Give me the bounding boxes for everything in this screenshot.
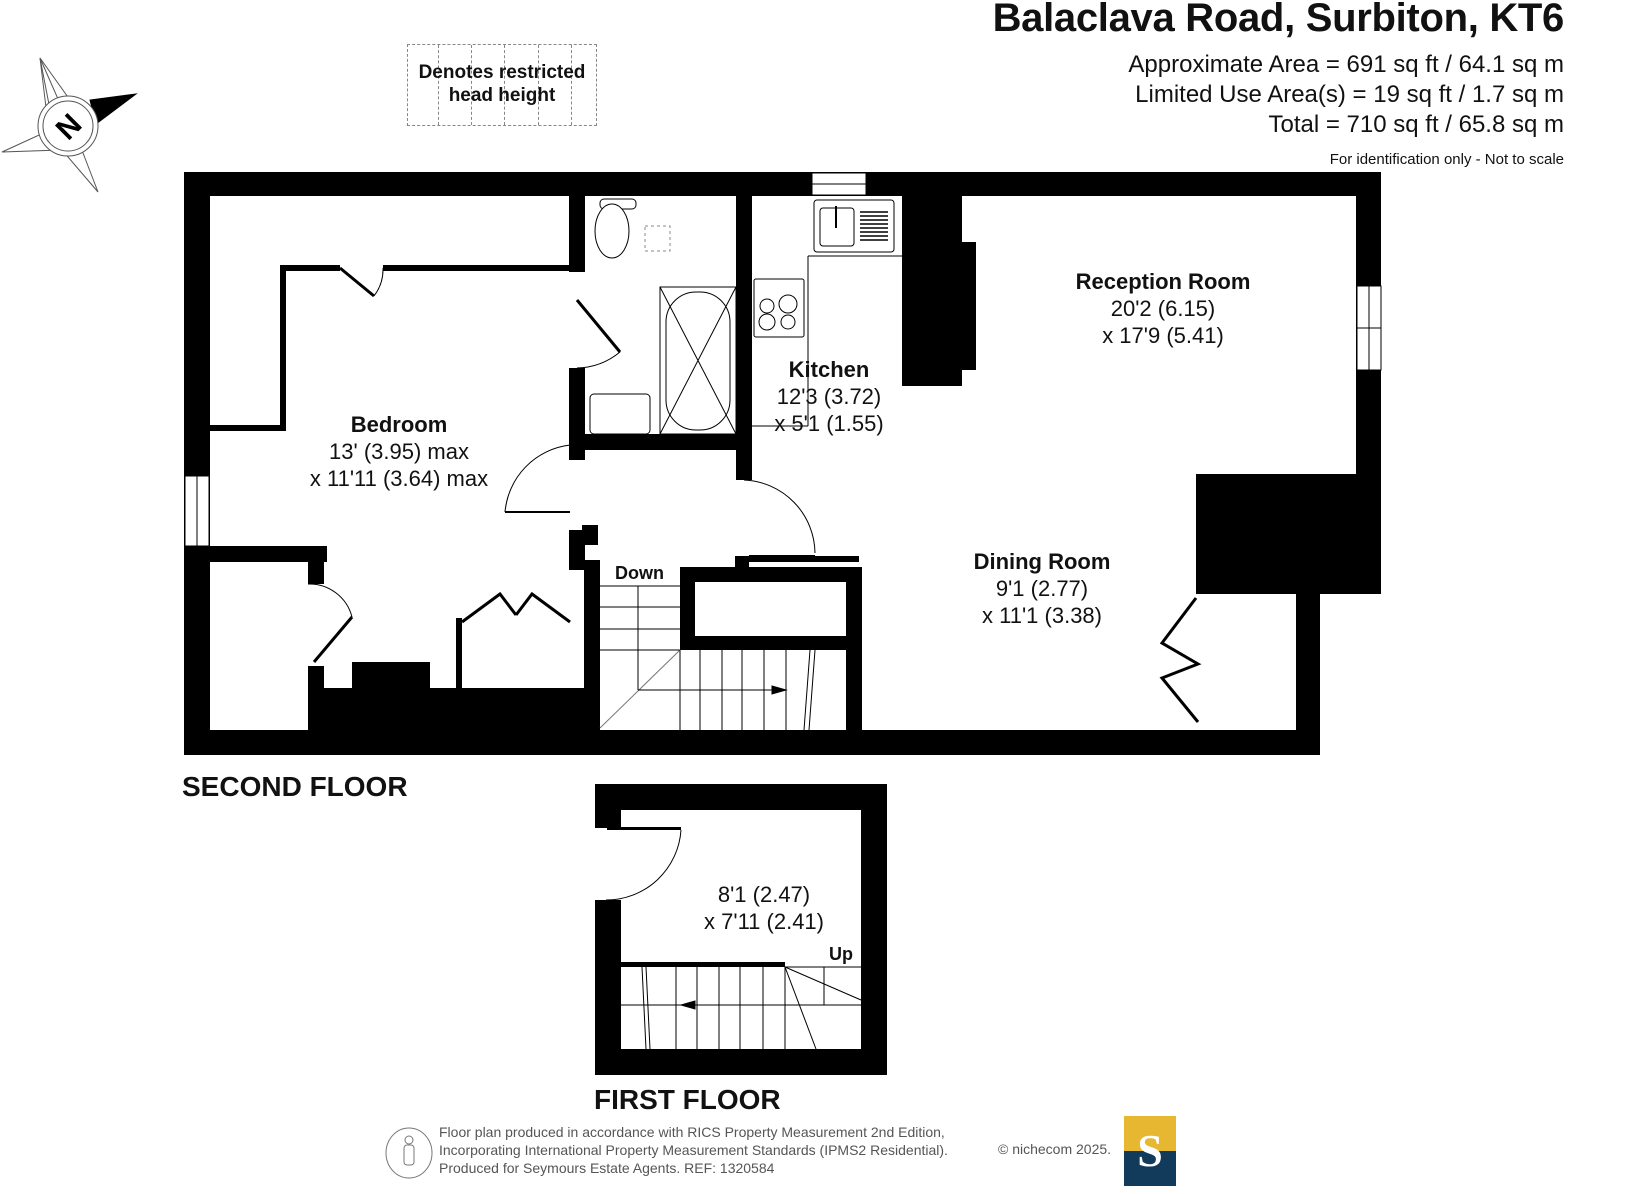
footer-notes: Floor plan produced in accordance with R… (439, 1124, 948, 1176)
first-floor-stairs-and-door (605, 829, 862, 1050)
north-compass-icon: N (1, 57, 138, 193)
windows (184, 172, 1382, 547)
property-title: Balaclava Road, Surbiton, KT6 (992, 0, 1565, 40)
copyright: © nichecom 2025. (998, 1141, 1112, 1157)
first-floor-walls (595, 784, 887, 1075)
room-label-kitchen: Kitchen 12'3 (3.72) x 5'1 (1.55) (774, 357, 884, 436)
stairs-up-label: Up (829, 944, 853, 964)
room-label-bedroom: Bedroom 13' (3.95) max x 11'11 (3.64) ma… (309, 412, 489, 491)
room-label-first-floor: 8'1 (2.47) x 7'11 (2.41) (704, 882, 824, 934)
room-label-reception-room: Reception Room 20'2 (6.15) x 17'9 (5.41) (1075, 269, 1251, 348)
bathroom-fittings (589, 198, 737, 435)
approximate-area: Approximate Area = 691 sq ft / 64.1 sq m (1128, 51, 1564, 78)
restricted-head-height-legend: Denotes restricted head height (407, 44, 597, 126)
second-floor-stairs (599, 585, 816, 731)
disclaimer: For identification only - Not to scale (1329, 151, 1564, 168)
person-icon (385, 1127, 433, 1179)
limited-use-area: Limited Use Area(s) = 19 sq ft / 1.7 sq … (1135, 81, 1564, 108)
seymours-logo: S (1124, 1116, 1176, 1186)
basin-icon (589, 393, 651, 435)
doors (307, 266, 1202, 723)
second-floor-label: SECOND FLOOR (182, 771, 408, 802)
kitchen-fittings (752, 199, 902, 427)
room-label-dining-room: Dining Room 9'1 (2.77) x 11'1 (3.38) (973, 549, 1111, 628)
legend-text: Denotes restricted head height (418, 62, 586, 106)
second-floor-walls (184, 172, 1381, 755)
stairs-down-label: Down (615, 563, 664, 583)
total-area: Total = 710 sq ft / 65.8 sq m (1268, 111, 1565, 138)
first-floor-label: FIRST FLOOR (594, 1084, 781, 1115)
